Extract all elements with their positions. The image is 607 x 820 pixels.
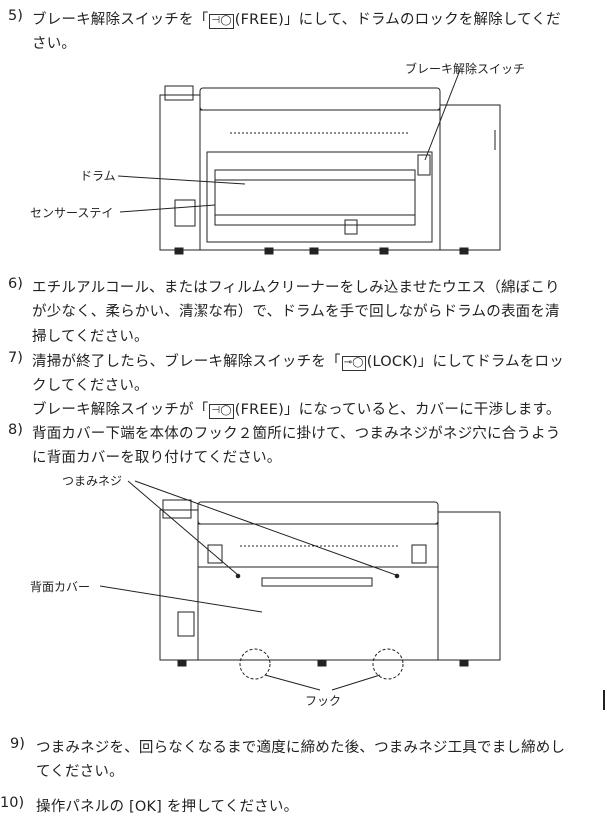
step-6-line-3: 掃してください。 bbox=[32, 329, 149, 345]
step-number: 5) bbox=[8, 8, 23, 24]
step-8-line-1: 背面カバー下端を本体のフック２箇所に掛けて、つまみネジがネジ穴に合うよう bbox=[32, 426, 561, 442]
brake-free-icon: ⊣◯ bbox=[209, 404, 234, 419]
text: 清掃が終了したら、ブレーキ解除スイッチを「 bbox=[32, 354, 341, 370]
step-9-line-1: つまみネジを、回らなくなるまで適度に締めた後、つまみネジ工具でまし締めし bbox=[36, 740, 566, 756]
step-10-line-1: 操作パネルの [OK] を押してください。 bbox=[36, 799, 299, 815]
sensor-stay-label: センサーステイ bbox=[30, 206, 114, 220]
step-7-line-2: クしてください。 bbox=[32, 378, 149, 394]
text: (LOCK)」にしてドラムをロッ bbox=[366, 354, 564, 370]
step-6-line-1: エチルアルコール、またはフィルムクリーナーをしみ込ませたウエス（綿ぼこり bbox=[32, 280, 560, 296]
step-7-note: ブレーキ解除スイッチが「⊣◯(FREE)」になっていると、カバーに干渉します。 bbox=[32, 398, 561, 419]
rear-cover-label: 背面カバー bbox=[30, 580, 91, 594]
step-8-line-2: に背面カバーを取り付けてください。 bbox=[32, 450, 282, 466]
step-9-line-2: てください。 bbox=[36, 764, 124, 780]
step-7-line-1: 清掃が終了したら、ブレーキ解除スイッチを「⊸◯(LOCK)」にしてドラムをロッ bbox=[32, 350, 564, 371]
step-number: 8) bbox=[8, 422, 23, 438]
brake-switch-label: ブレーキ解除スイッチ bbox=[405, 62, 526, 76]
step-5-line-1: ブレーキ解除スイッチを「⊣◯(FREE)」にして、ドラムのロックを解除してくだ bbox=[32, 8, 561, 29]
step-number: 10) bbox=[0, 795, 25, 811]
step-5-line-2: さい。 bbox=[32, 36, 77, 52]
brake-lock-icon: ⊸◯ bbox=[341, 356, 366, 371]
text: (FREE)」にして、ドラムのロックを解除してくだ bbox=[234, 12, 561, 28]
text: (FREE)」になっていると、カバーに干渉します。 bbox=[234, 402, 561, 418]
step-number: 7) bbox=[8, 350, 23, 366]
step-number: 9) bbox=[10, 736, 25, 752]
knob-screw-label: つまみネジ bbox=[62, 474, 123, 488]
text: ブレーキ解除スイッチが「 bbox=[32, 402, 209, 418]
drum-label: ドラム bbox=[80, 169, 116, 183]
text: ブレーキ解除スイッチを「 bbox=[32, 12, 209, 28]
brake-free-icon: ⊣◯ bbox=[209, 14, 234, 29]
hook-label: フック bbox=[305, 694, 342, 708]
step-number: 6) bbox=[8, 276, 23, 292]
step-6-line-2: が少なく、柔らかい、清潔な布）で、ドラムを手で回しながらドラムの表面を清 bbox=[32, 304, 560, 320]
